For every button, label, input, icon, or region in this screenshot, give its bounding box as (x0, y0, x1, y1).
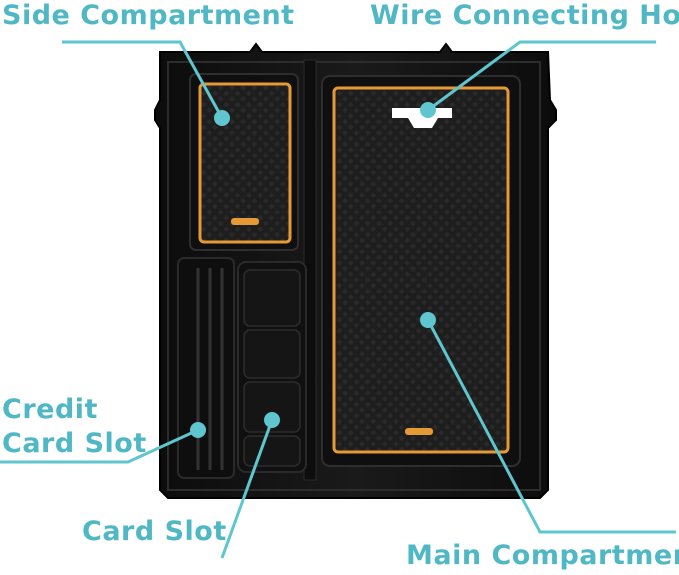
main-compartment (321, 75, 521, 467)
wire-connecting-hole-label: Wire Connecting Hole (370, 0, 679, 31)
credit-card-slot-label-line2: Card Slot (2, 428, 147, 459)
callout-card-slot (220, 419, 274, 559)
callout-wire-hole (427, 40, 656, 112)
main-compartment-label: Main Compartment (406, 540, 679, 571)
callout-credit-card-slot (0, 428, 199, 464)
wire-connecting-hole (392, 108, 452, 128)
callout-lines (0, 40, 676, 559)
card-slot (237, 261, 307, 473)
credit-card-slot-label-line1: Credit (2, 394, 98, 425)
side-compartment-label: Side Compartment (2, 0, 295, 31)
side-compartment (189, 73, 299, 251)
side-mat-pull-tab (231, 218, 259, 225)
card-slot-label: Card Slot (82, 516, 227, 547)
credit-card-slot (177, 257, 235, 479)
callout-main-compartment (426, 319, 676, 534)
main-mat-pull-tab (405, 428, 433, 435)
callout-side-compartment (62, 40, 224, 119)
